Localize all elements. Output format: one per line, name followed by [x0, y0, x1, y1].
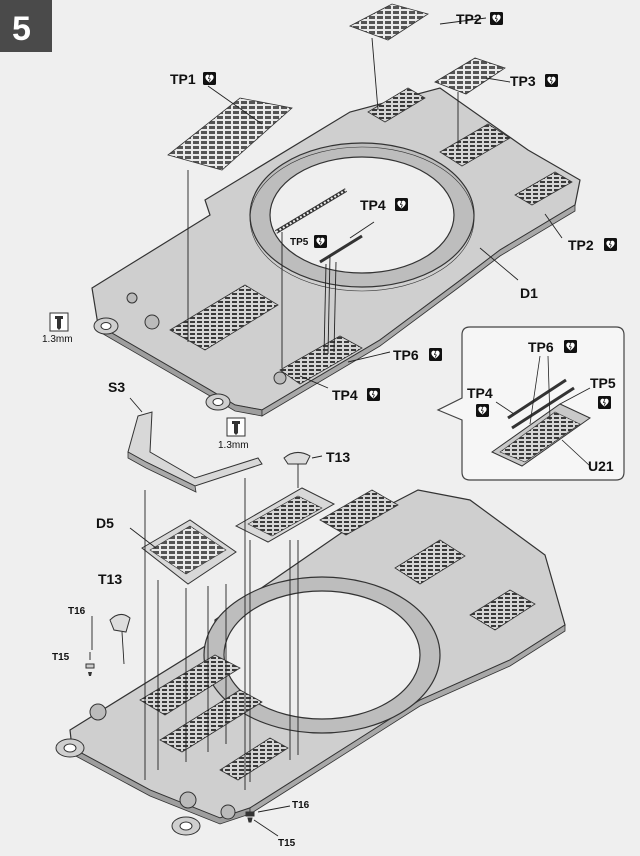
- inset-label-tp4: TP4: [467, 385, 493, 401]
- label-d5: D5: [96, 515, 114, 531]
- pe-sheet-tp3: [434, 57, 506, 95]
- inset-label-tp5: TP5: [590, 375, 616, 391]
- label-tp6-mid: TP6: [393, 347, 419, 363]
- heart-icon: [428, 347, 443, 362]
- step-badge: 5: [0, 0, 52, 52]
- inset-label-tp6: TP6: [528, 339, 554, 355]
- pe-sheet-tp2-top: [349, 3, 429, 41]
- engine-deck-plate: [234, 487, 336, 543]
- step-number: 5: [12, 10, 31, 48]
- part-t15-t16-bottom: [245, 811, 255, 823]
- label-tp1: TP1: [170, 71, 196, 87]
- heart-icon: [489, 11, 504, 26]
- heart-icon: [597, 395, 612, 410]
- leader-lines-upper: [187, 17, 563, 389]
- heart-icon: [313, 234, 328, 249]
- screw-size-left: 1.3mm: [42, 334, 73, 345]
- heart-icon: [603, 237, 618, 252]
- label-t15-bottom: T15: [278, 838, 296, 849]
- label-t16-left: T16: [68, 606, 86, 617]
- lower-hull-plate: [55, 489, 566, 836]
- part-t15-t16-left: [85, 652, 95, 676]
- heart-icon: [202, 71, 217, 86]
- upper-hull-plate-d1: [91, 87, 581, 417]
- screw-size-bottom: 1.3mm: [218, 440, 249, 451]
- label-tp3: TP3: [510, 73, 536, 89]
- heart-icon: [394, 197, 409, 212]
- label-t13-left: T13: [98, 571, 122, 587]
- pe-strip-tp4: [274, 188, 363, 264]
- part-t13-left: [109, 614, 131, 633]
- label-s3: S3: [108, 379, 125, 395]
- screw-icon-left: [49, 312, 69, 332]
- label-tp4-mid: TP4: [360, 197, 386, 213]
- label-t15-left: T15: [52, 652, 70, 663]
- label-tp5-mid: TP5: [290, 237, 309, 248]
- heart-icon: [475, 403, 490, 418]
- label-tp2-top: TP2: [456, 11, 482, 27]
- label-tp2-right: TP2: [568, 237, 594, 253]
- inset-label-u21: U21: [588, 458, 614, 474]
- label-d1: D1: [520, 285, 538, 301]
- part-t13-top: [283, 452, 311, 465]
- heart-icon: [544, 73, 559, 88]
- part-d5: [141, 519, 237, 585]
- label-t16-bottom: T16: [292, 800, 310, 811]
- label-t13-top: T13: [326, 449, 350, 465]
- label-tp4-low: TP4: [332, 387, 358, 403]
- screw-icon-bottom: [226, 417, 246, 437]
- heart-icon: [366, 387, 381, 402]
- leader-lines-lower: [91, 397, 323, 837]
- inset-detail-box: [436, 326, 625, 481]
- part-s3: [127, 411, 263, 493]
- pe-sheet-tp1: [167, 97, 293, 171]
- heart-icon: [563, 339, 578, 354]
